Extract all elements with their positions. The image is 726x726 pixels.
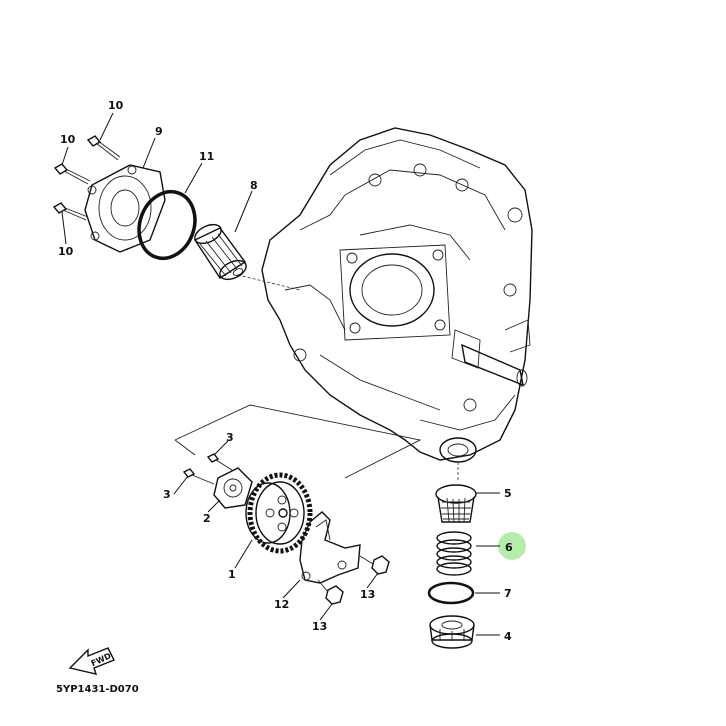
callout-13-right: 13 <box>360 588 375 601</box>
callout-11: 11 <box>199 150 214 163</box>
drawing-code: 5YP1431-D070 <box>56 684 139 695</box>
callout-6: 6 <box>505 541 513 554</box>
callout-3-top: 3 <box>226 431 234 444</box>
highlight-marker <box>498 532 526 560</box>
pump-gear <box>245 472 313 554</box>
o-ring-11 <box>137 189 197 261</box>
bolt-13-bottom <box>317 579 344 605</box>
callout-8: 8 <box>250 179 258 192</box>
pump-cover-plate <box>299 511 361 584</box>
callout-10-bottom: 10 <box>58 245 74 258</box>
callout-2: 2 <box>203 512 211 525</box>
fwd-arrow-icon: FWD <box>68 647 115 675</box>
oil-strainer <box>435 484 477 524</box>
oil-pump <box>213 467 253 509</box>
bolt-10-bottom <box>52 202 89 221</box>
bolt-13-right <box>359 555 390 575</box>
drain-plug <box>429 615 475 649</box>
callout-5: 5 <box>504 487 512 500</box>
leader-lines <box>61 112 500 636</box>
callout-4: 4 <box>504 630 512 643</box>
o-ring-7 <box>427 581 475 605</box>
callout-3-left: 3 <box>163 488 171 501</box>
callout-1: 1 <box>228 568 236 581</box>
screw-3-top <box>206 453 233 471</box>
crankcase <box>261 127 533 463</box>
bolt-10-top <box>86 135 121 161</box>
callout-10-middle: 10 <box>60 133 76 146</box>
callout-12: 12 <box>274 598 289 611</box>
callout-13-bottom: 13 <box>312 620 327 633</box>
bolt-10-middle <box>53 163 91 185</box>
callout-7: 7 <box>504 587 512 600</box>
oil-filter-element <box>193 223 247 281</box>
spring <box>436 531 472 576</box>
screw-3-left <box>182 468 215 485</box>
callout-9: 9 <box>155 125 163 138</box>
oil-filter-cover <box>84 164 166 253</box>
callout-10-top: 10 <box>108 99 124 112</box>
